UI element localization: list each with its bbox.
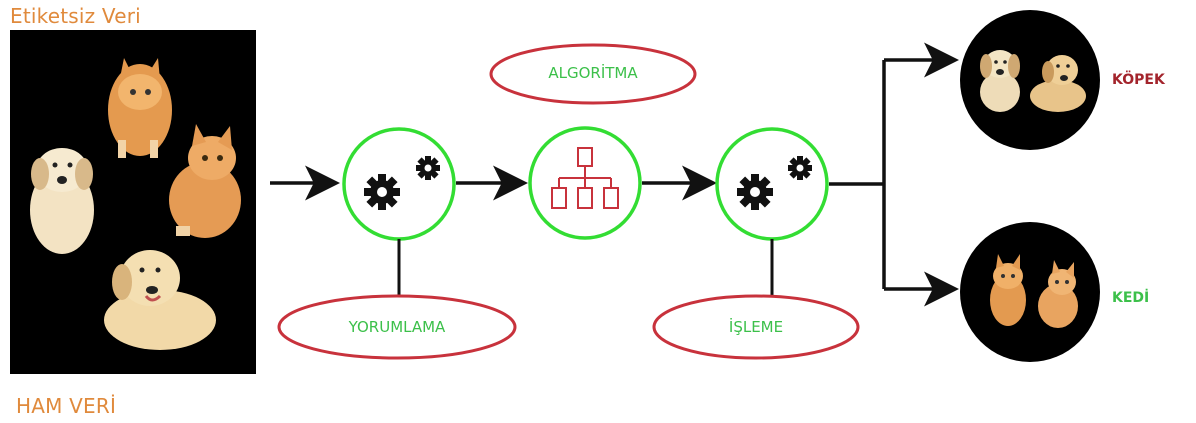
interpretation-node: [342, 127, 456, 241]
dog-image-2: [980, 50, 1020, 112]
kitten-image-4: [1038, 260, 1078, 328]
dog-image-1: [104, 250, 216, 350]
kitten-image-2: [169, 124, 241, 238]
dog-output-circle: [960, 10, 1100, 150]
algorithm-node: [528, 126, 642, 240]
output-branch: [829, 42, 959, 307]
interpretation-ellipse: [277, 294, 517, 360]
processing-label: İŞLEME: [728, 318, 784, 336]
dog-output-label: KÖPEK: [1112, 72, 1165, 88]
algorithm-ellipse: [489, 43, 697, 105]
raw-data-title: HAM VERİ: [16, 394, 117, 418]
puppy-image-1: [30, 148, 94, 254]
raw-data-image: [10, 30, 256, 374]
unlabeled-data-title: Etiketsiz Veri: [10, 4, 141, 28]
kitten-image-3: [990, 254, 1026, 326]
processing-ellipse: [652, 294, 860, 360]
cat-output-label: KEDİ: [1112, 290, 1150, 306]
cat-output-circle: [960, 222, 1100, 362]
kitten-image-1: [108, 58, 172, 158]
hierarchy-icon: [551, 147, 619, 209]
algorithm-label: ALGORİTMA: [548, 64, 638, 82]
interpretation-label: YORUMLAMA: [348, 318, 446, 336]
processing-node: [715, 127, 829, 241]
dog-image-3: [1030, 55, 1086, 112]
